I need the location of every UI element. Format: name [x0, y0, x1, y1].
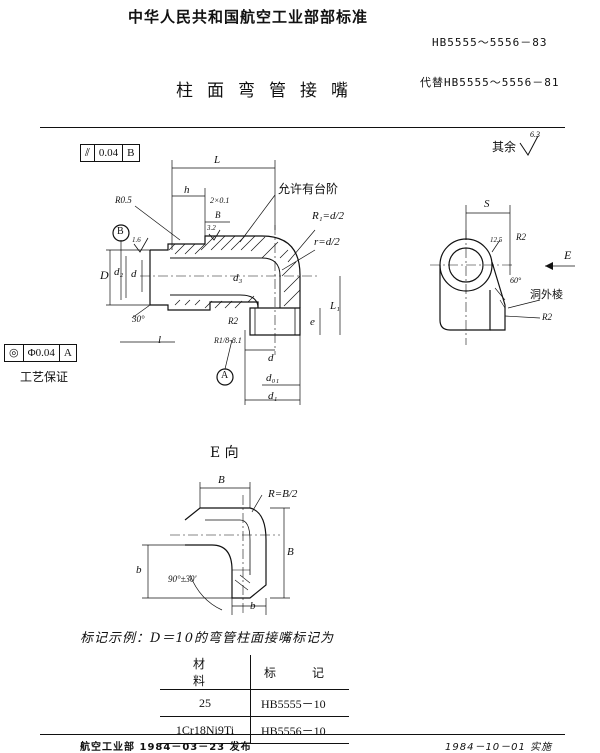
header-mark: 标 记: [250, 655, 349, 690]
replaces-standard: 代替HB5555～5556－81: [420, 76, 560, 89]
standard-number: HB5555～5556－83: [432, 36, 548, 49]
view-e-title: E 向: [210, 445, 239, 461]
allow-step-note: 允许有台阶: [278, 182, 339, 196]
process-note: 工艺保证: [20, 370, 69, 384]
parallelism-tolerance-frame: ⫽ 0.04 B: [80, 144, 140, 162]
effective-date: 1984－10－01 实施: [445, 742, 553, 753]
datum-b-label: B: [117, 226, 124, 237]
datum-a-label: A: [221, 370, 229, 381]
table-row: 1Cr18Ni9Ti HB5556－10: [160, 716, 349, 744]
coaxiality-tolerance-frame: ◎ Φ0.04 A: [4, 344, 77, 362]
table-row: 25 HB5555－10: [160, 689, 349, 717]
issue-date: 航空工业部 1984－03－23 发布: [80, 742, 252, 753]
marking-table: 材 料 标 记 25 HB5555－10 1Cr18Ni9Ti HB5556－1…: [160, 655, 349, 744]
tube-outer-bottom: [150, 301, 259, 311]
parallelism-icon: ⫽: [81, 145, 95, 161]
roughness-note: 其余: [492, 140, 517, 154]
marking-example: 标记示例：D＝10的弯管柱面接嘴标记为: [80, 631, 334, 646]
footer-rule: [40, 734, 565, 735]
tube-outer-top: [150, 235, 301, 308]
document-title: 柱面弯管接嘴: [176, 81, 362, 101]
header-material: 材 料: [160, 655, 251, 690]
coaxiality-icon: ◎: [5, 345, 24, 361]
issuing-org: 中华人民共和国航空工业部部标准: [128, 8, 369, 26]
table-header-row: 材 料 标 记: [160, 655, 349, 690]
header-rule: [40, 127, 565, 128]
